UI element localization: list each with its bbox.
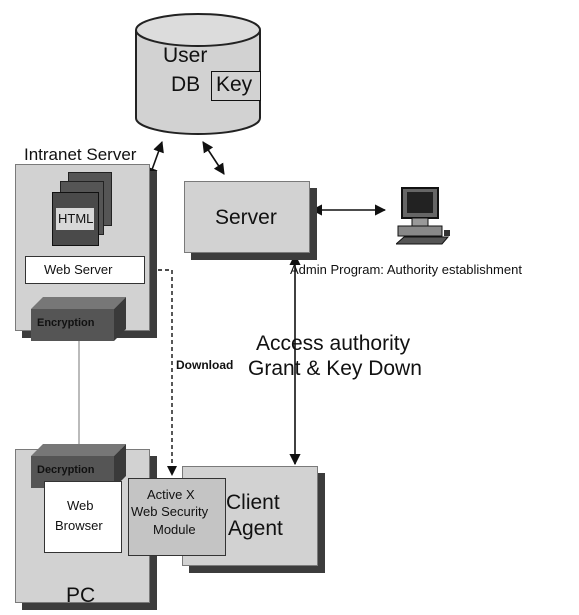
client-agent-line2: Agent: [228, 517, 283, 540]
encryption-block: Encryption: [31, 297, 126, 341]
computer-icon: [396, 186, 452, 250]
server-box: Server: [184, 181, 310, 253]
db-intranet-arrow: [147, 140, 164, 180]
key-label: Key: [216, 73, 253, 96]
pc-label: PC: [66, 584, 96, 607]
html-document-icon: HTML: [52, 192, 99, 246]
db-label-user: User: [163, 44, 208, 67]
html-label-plate: HTML: [56, 208, 94, 230]
user-db-cylinder: [134, 12, 262, 138]
web-server-box: Web Server: [25, 256, 145, 284]
download-label: Download: [176, 358, 234, 372]
decryption-label: Decryption: [37, 464, 95, 476]
admin-caption: Admin Program: Authority establishment: [290, 262, 522, 277]
encryption-label: Encryption: [37, 317, 95, 329]
html-label: HTML: [58, 211, 94, 226]
activex-module-box: Active X Web Security Module: [128, 478, 226, 556]
server-label: Server: [215, 206, 277, 229]
web-server-label: Web Server: [44, 262, 113, 277]
web-browser-line2: Browser: [55, 518, 103, 533]
web-browser-box: Web Browser: [44, 481, 122, 553]
activex-line2: Web Security: [131, 504, 209, 519]
db-label-db: DB: [171, 73, 201, 96]
activex-line3: Module: [153, 522, 196, 537]
key-box: Key: [211, 71, 261, 101]
download-dashed-line: [144, 269, 173, 473]
access-authority-line1: Access authority: [256, 332, 411, 355]
db-server-arrow: [202, 141, 225, 175]
client-agent-line1: Client: [226, 491, 280, 514]
access-authority-line2: Grant & Key Down: [248, 357, 422, 380]
intranet-server-title: Intranet Server: [24, 145, 137, 164]
web-browser-line1: Web: [67, 498, 94, 513]
activex-line1: Active X: [147, 487, 195, 502]
